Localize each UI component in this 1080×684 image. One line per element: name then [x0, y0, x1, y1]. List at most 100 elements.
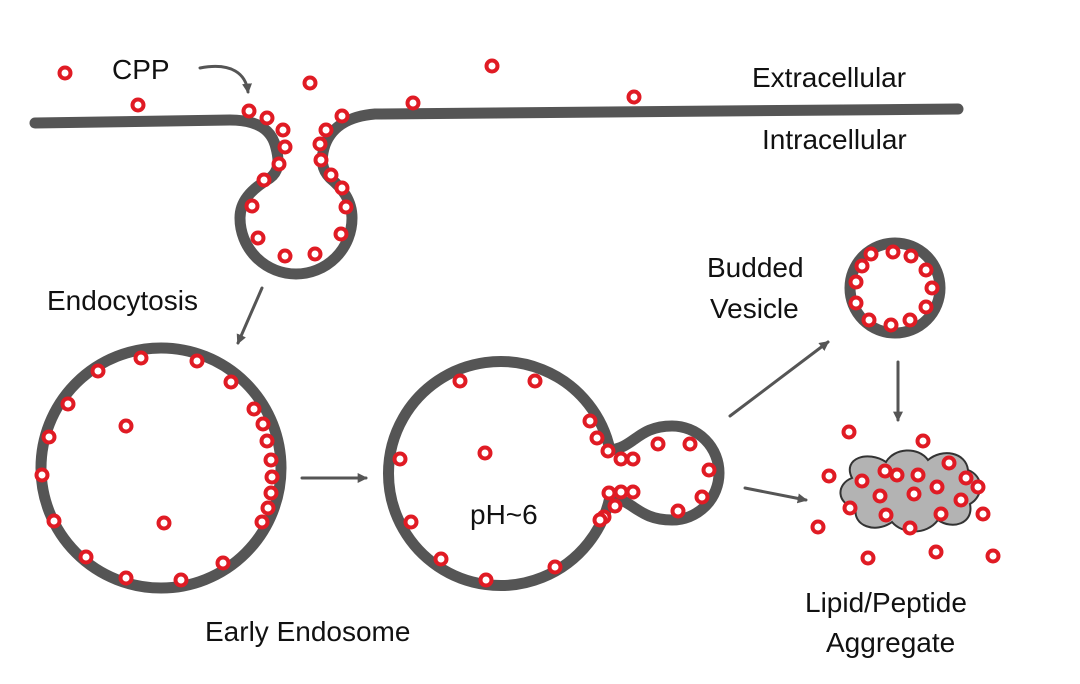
cpp-particle	[547, 559, 563, 575]
cpp-particle	[173, 572, 189, 588]
cpp-particle	[34, 467, 50, 483]
cpp-particle	[902, 312, 918, 328]
budded-vesicle-membrane	[844, 237, 946, 339]
cpp-particle	[915, 433, 931, 449]
cpp-particle	[928, 544, 944, 560]
cpp-particle	[613, 451, 629, 467]
cpp-particles	[34, 58, 1001, 588]
cpp-particle	[338, 199, 354, 215]
cpp-particle	[334, 180, 350, 196]
cpp-particle	[589, 430, 605, 446]
cpp-particle	[883, 317, 899, 333]
cpp-particle	[244, 198, 260, 214]
cpp-particle	[241, 103, 257, 119]
to-aggregate-arrow	[743, 486, 808, 504]
cpp-particle	[478, 572, 494, 588]
cpp-particle	[255, 416, 271, 432]
cpp-particle	[625, 484, 641, 500]
budded-vesicle-label-line1: Budded	[707, 252, 804, 283]
cpp-particle	[918, 262, 934, 278]
aggregate-label-line2: Aggregate	[826, 627, 955, 658]
cpp-particle	[841, 424, 857, 440]
cpp-pointer-arrow	[198, 65, 253, 94]
cpp-particle	[60, 396, 76, 412]
cpp-particle	[821, 468, 837, 484]
cpp-particle	[333, 226, 349, 242]
cpp-particle	[970, 479, 986, 495]
cpp-particle	[78, 549, 94, 565]
cpp-particle	[256, 172, 272, 188]
cpp-particle	[263, 452, 279, 468]
cpp-particle	[405, 95, 421, 111]
cpp-particle	[906, 486, 922, 502]
cpp-particle	[592, 512, 608, 528]
cpp-particle	[271, 156, 287, 172]
intracellular-label: Intracellular	[762, 124, 907, 155]
endocytosis-arrow	[236, 286, 264, 345]
cpp-particle	[810, 519, 826, 535]
cpp-particle	[933, 506, 949, 522]
aggregate-label-line1: Lipid/Peptide	[805, 587, 967, 618]
cpp-particle	[452, 373, 468, 389]
ph-label: pH~6	[470, 499, 538, 530]
cpp-particle	[861, 312, 877, 328]
cpp-particle	[133, 350, 149, 366]
cpp-particle	[958, 470, 974, 486]
cpp-particle	[903, 248, 919, 264]
cpp-particle	[878, 507, 894, 523]
cpp-particle	[215, 555, 231, 571]
cpp-label: CPP	[112, 54, 170, 85]
cpp-particle	[277, 139, 293, 155]
cpp-particle	[854, 258, 870, 274]
cpp-particle	[682, 436, 698, 452]
cpp-particle	[41, 429, 57, 445]
cpp-particle	[275, 122, 291, 138]
cpp-particle	[118, 418, 134, 434]
cpp-particle	[392, 451, 408, 467]
cpp-particle	[613, 484, 629, 500]
cpp-particle	[118, 570, 134, 586]
cpp-particle	[924, 280, 940, 296]
cpp-particle	[701, 462, 717, 478]
cpp-particle	[582, 413, 598, 429]
cpp-particle	[318, 122, 334, 138]
cpp-particle	[625, 451, 641, 467]
cpp-particle	[670, 503, 686, 519]
cpp-particle	[313, 152, 329, 168]
cpp-particle	[872, 488, 888, 504]
cpp-particle	[250, 230, 266, 246]
cpp-particle	[600, 443, 616, 459]
cpp-particle	[842, 500, 858, 516]
cpp-particle	[941, 455, 957, 471]
to-budded-vesicle-arrow	[728, 340, 830, 418]
cpp-particle	[246, 401, 262, 417]
cpp-particle	[626, 89, 642, 105]
arrows	[198, 65, 903, 504]
cpp-particle	[601, 485, 617, 501]
cpp-particle	[277, 248, 293, 264]
early-endosome-membrane	[35, 342, 287, 594]
cpp-particle	[477, 445, 493, 461]
cpp-particle	[259, 433, 275, 449]
cpp-particle	[312, 136, 328, 152]
cpp-particle	[307, 246, 323, 262]
cpp-particle	[223, 374, 239, 390]
cpp-particle	[484, 58, 500, 74]
cpp-particle	[90, 363, 106, 379]
cpp-particle	[863, 246, 879, 262]
cpp-particle	[334, 108, 350, 124]
cpp-particle	[929, 479, 945, 495]
cpp-particle	[854, 473, 870, 489]
cpp-particle	[264, 469, 280, 485]
cpp-particle	[433, 551, 449, 567]
cpp-particle	[902, 520, 918, 536]
cpp-particle	[918, 299, 934, 315]
extracellular-label: Extracellular	[752, 62, 906, 93]
cpp-particle	[607, 498, 623, 514]
cpp-particle	[885, 244, 901, 260]
cpp-particle	[889, 467, 905, 483]
cpp-particle	[130, 97, 146, 113]
cpp-particle	[189, 353, 205, 369]
cpp-particle	[985, 548, 1001, 564]
